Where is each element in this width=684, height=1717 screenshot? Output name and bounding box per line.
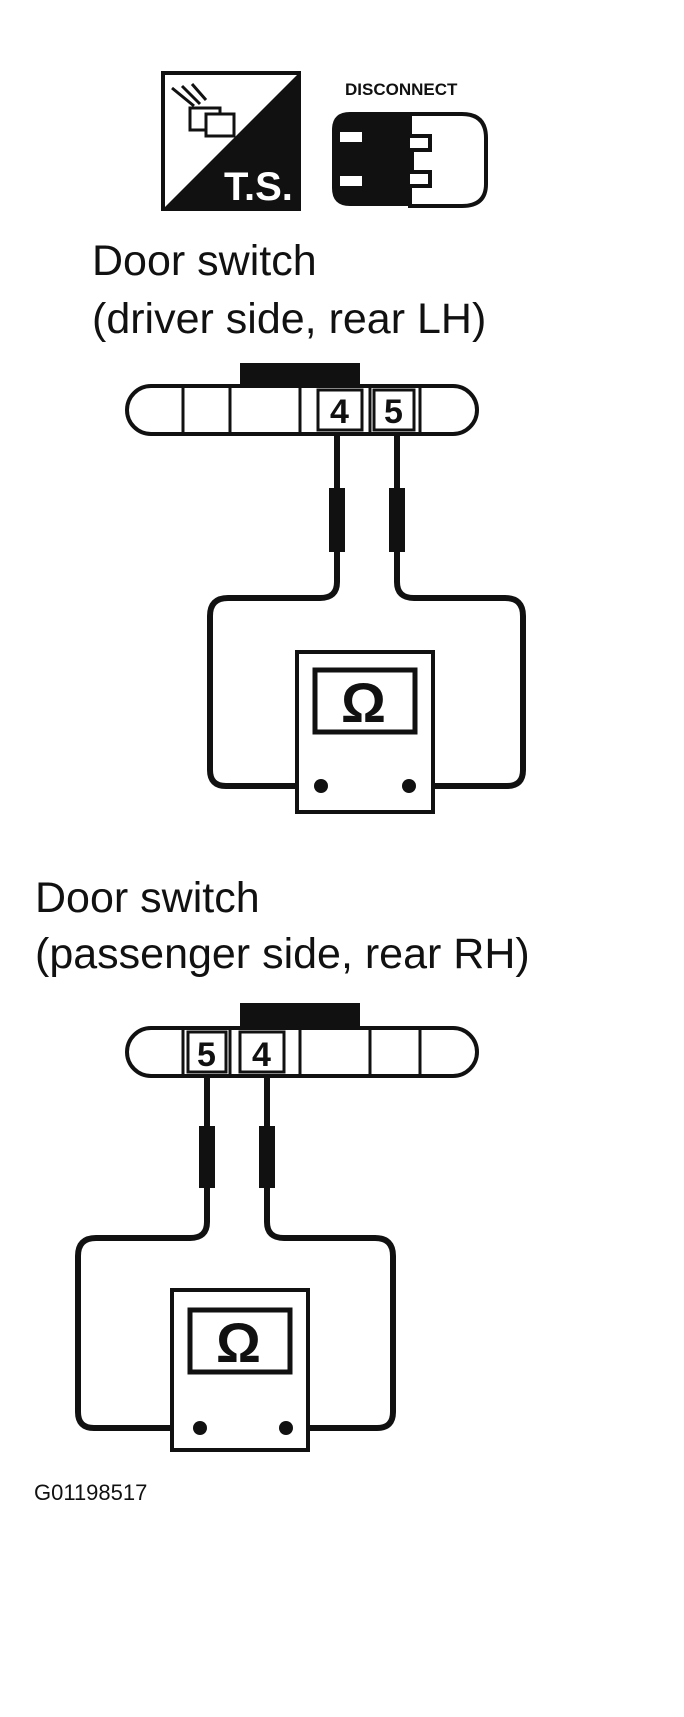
ts-label: T.S.: [224, 165, 293, 209]
disconnect-label: DISCONNECT: [345, 80, 458, 99]
probe-tip: [389, 488, 405, 552]
diagram-subtitle: (driver side, rear LH): [92, 295, 486, 343]
ts-connector-shape-2: [204, 112, 236, 138]
connector-body: [125, 384, 479, 436]
probe-wire: [394, 552, 526, 789]
diagram-title: Door switch: [92, 237, 317, 285]
meter-terminal: [314, 779, 328, 793]
figure-code: G01198517: [34, 1480, 147, 1505]
terminal-box: [238, 1030, 286, 1074]
connector-half-left: [332, 112, 410, 206]
meter-terminal: [402, 779, 416, 793]
ohmmeter-display: [187, 1307, 293, 1375]
terminal-number: 5: [384, 393, 403, 431]
connector-pin: [400, 150, 414, 172]
connector-body: [125, 1026, 479, 1078]
ohmmeter-display: [312, 667, 418, 735]
diagram-subtitle: (passenger side, rear RH): [35, 930, 530, 978]
connector-latch: [240, 1003, 360, 1027]
connector-slot: [340, 132, 362, 142]
diagram-passenger-side: Door switch (passenger side, rear RH) 5 …: [35, 874, 530, 1452]
terminal-box: [372, 388, 416, 432]
connector-slot: [340, 176, 362, 186]
meter-terminal: [193, 1421, 207, 1435]
ts-icon-diagonal-fill: [163, 73, 299, 209]
ts-lead-line: [180, 84, 202, 106]
ohm-icon: Ω: [341, 671, 386, 734]
connector-half-right: [408, 112, 488, 208]
ts-lead-line: [190, 83, 208, 101]
ohm-icon: Ω: [216, 1311, 261, 1374]
probe-tip: [199, 1126, 215, 1188]
connector-latch: [240, 363, 360, 385]
probe-wire: [75, 1188, 210, 1431]
probe-wire: [264, 1188, 396, 1431]
terminal-number: 4: [252, 1036, 271, 1074]
terminal-number: 4: [330, 393, 349, 431]
probe-tip: [259, 1126, 275, 1188]
diagram-driver-side: Door switch (driver side, rear LH) 4 5 Ω: [92, 237, 526, 814]
terminal-box: [186, 1030, 228, 1074]
probe-wire: [207, 552, 340, 789]
troubleshooting-icon: T.S.: [161, 71, 301, 211]
diagram-title: Door switch: [35, 874, 260, 922]
probe-tip: [329, 488, 345, 552]
terminal-box: [316, 388, 364, 432]
meter-terminal: [279, 1421, 293, 1435]
ts-lead-line: [171, 86, 195, 108]
connector-disconnect-icon: DISCONNECT: [332, 80, 488, 208]
terminal-number: 5: [197, 1036, 216, 1074]
